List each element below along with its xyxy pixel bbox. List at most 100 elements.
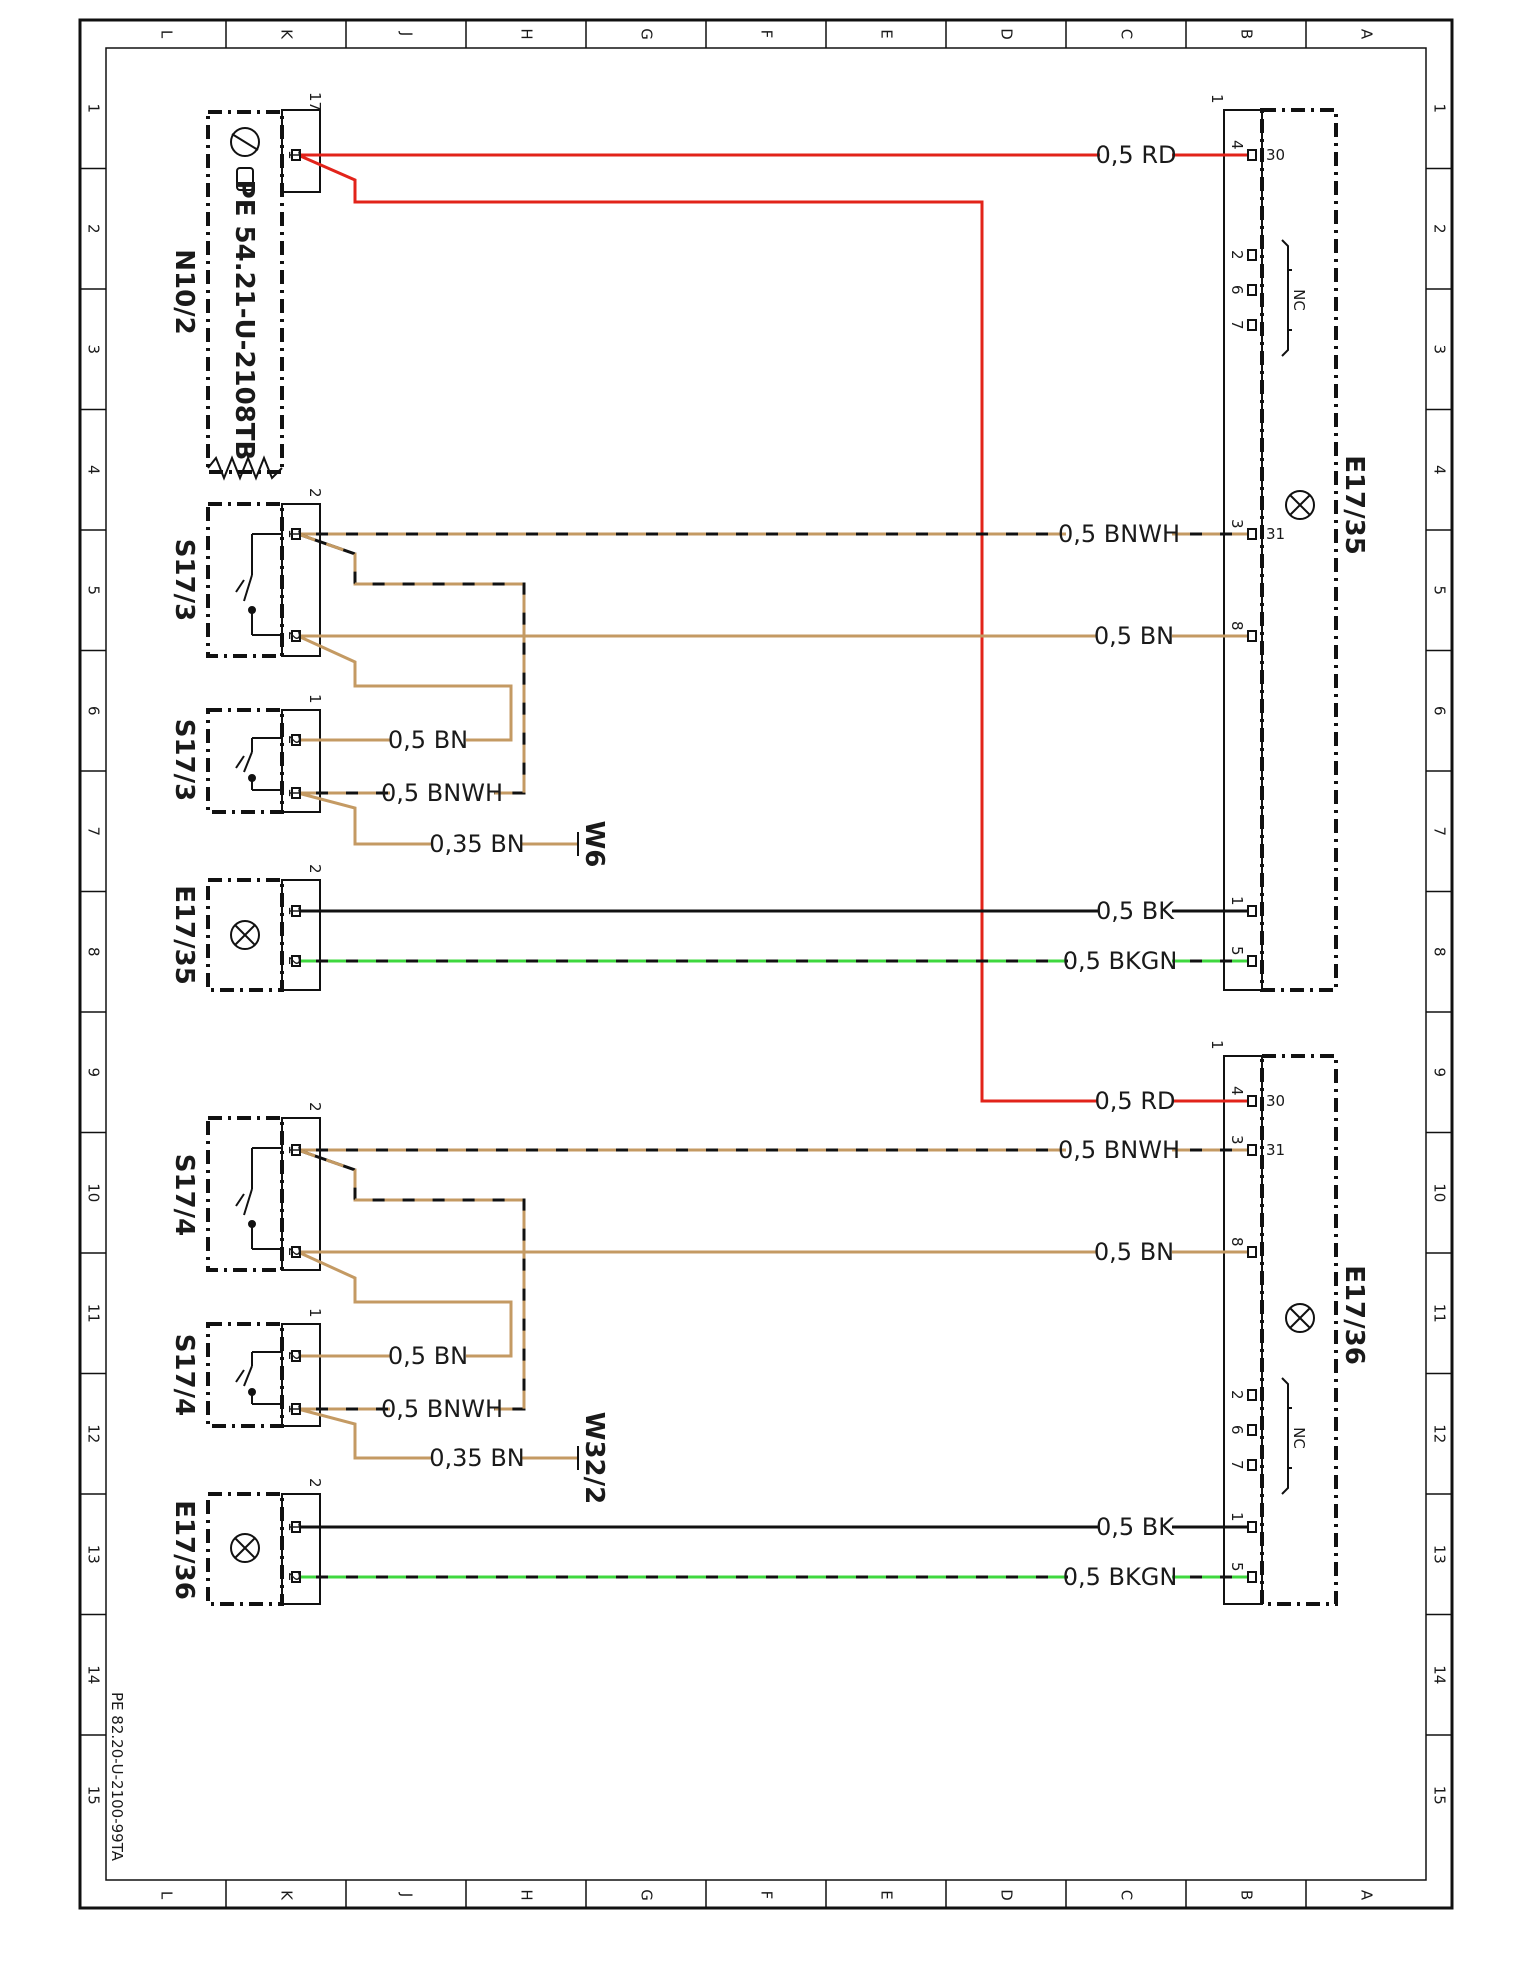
pin-number: 1 [285,788,303,798]
pin-marker [291,1571,301,1583]
pin-marker [291,1144,301,1156]
grid-column-label: A [1358,29,1376,40]
grid-column-label: J [398,31,416,36]
grid-column-label: H [518,28,536,39]
grid-column-label: F [758,1891,776,1900]
grid-column-label: K [278,29,296,40]
pin-marker [291,1403,301,1415]
pin-markers [291,149,1257,1583]
grid-column-label: A [1358,1890,1376,1901]
grid-column-label: G [638,28,656,40]
grid-row-label: 10 [1431,1183,1449,1202]
switch-icon [235,737,282,791]
lamp-icon [1285,1303,1315,1333]
n10-2-wavy-edge [207,455,283,481]
lamp-icon [1285,490,1315,520]
outer-frame [78,18,1454,1910]
wire-label: 0,5 RD [1095,1087,1176,1115]
grid-column-label: G [638,1889,656,1901]
grid-row-label: 1 [1431,103,1449,113]
grid-column-label: E [878,1890,896,1899]
wire-label: 0,5 BKGN [1063,947,1178,975]
pin-marker [291,528,301,540]
grid-row-label: 9 [85,1067,103,1077]
doc-reference: PE 82.20-U-2100-99TA [108,1692,126,1862]
grid-column-label: E [878,29,896,38]
pin-marker [1247,955,1257,967]
grid-row-label: 8 [85,947,103,957]
plug-number: 1 [1208,1040,1226,1050]
pin-number: 2 [1228,250,1246,260]
ground-label: W32/2 [579,1412,609,1504]
s17-3-top-block [206,502,284,658]
pin-marker [291,149,301,161]
inner-frame [105,47,1427,1881]
pin-number: 2 [285,735,303,745]
pin-number: 2 [285,631,303,641]
component-label: S17/4 [169,1154,199,1237]
terminal-number: 30 [1266,1092,1285,1110]
grid-row-label: 3 [1431,344,1449,354]
pin-number: 1 [285,150,303,160]
pin-number: 2 [1228,1390,1246,1400]
wire-bnwh-b-jumper [297,1148,526,1411]
pin-number: 1 [285,1145,303,1155]
wire-bnwh-a-jumper [297,532,526,795]
wire-label: 0,5 BNWH [381,1395,503,1423]
grid-row-label: 15 [1431,1786,1449,1805]
wire-bn-w6 [297,791,432,846]
pin-number: 4 [1228,140,1246,150]
wire-label: 0,5 BN [388,1342,468,1370]
grid-row-label: 5 [1431,585,1449,595]
wire-label: 0,5 BNWH [1058,520,1180,548]
wire-label: 0,5 RD [1096,141,1177,169]
pin-marker [1247,149,1257,161]
plug-number: 2 [306,1478,324,1488]
grid-column-label: C [1118,29,1136,39]
plug-number: 1 [306,694,324,704]
nc-label: NC [1290,1427,1308,1449]
hand-icon [236,167,254,191]
grid-column-label: B [1238,29,1256,39]
n10-2-block [206,110,284,474]
grid-column-label: H [518,1889,536,1900]
wire-bn-a-jumper [297,634,513,742]
pin-marker [291,955,301,967]
plug-number: 2 [306,1102,324,1112]
terminal-number: 31 [1266,1141,1285,1159]
grid-row-label: 6 [1431,706,1449,716]
pin-marker [1247,1095,1257,1107]
lamp-icon [230,1533,260,1563]
lamp-icon [230,920,260,950]
wire-label: 0,5 BNWH [1058,1136,1180,1164]
component-label: N10/2 [169,249,199,335]
grid-row-label: 14 [1431,1665,1449,1684]
pin-number: 1 [1228,896,1246,906]
s17-3-top-connector [281,503,321,657]
component-label: E17/35 [1339,455,1369,555]
grid-column-label: F [758,30,776,39]
grid-row-label: 4 [1431,465,1449,475]
e17-35-block [1260,108,1338,992]
component-label: E17/36 [169,1500,199,1600]
pin-marker [1247,905,1257,917]
pin-number: 4 [1228,1086,1246,1096]
pin-marker [291,905,301,917]
e17-35-small-connector [281,879,321,991]
pin-number: 8 [1228,1237,1246,1247]
grid-row-label: 8 [1431,947,1449,957]
pin-number: 5 [1228,1562,1246,1572]
ground-label: W6 [579,821,609,868]
pin-number: 5 [1228,946,1246,956]
pin-number: 1 [285,906,303,916]
pin-marker [1247,1521,1257,1533]
component-ref: PE 54.21-U-2108TB [229,180,259,461]
grid-column-label: K [278,1890,296,1901]
grid-row-label: 10 [85,1183,103,1202]
pin-number: 1 [285,529,303,539]
grid-row-label: 14 [85,1665,103,1684]
s17-4-bot-connector [281,1323,321,1427]
pin-marker [291,787,301,799]
